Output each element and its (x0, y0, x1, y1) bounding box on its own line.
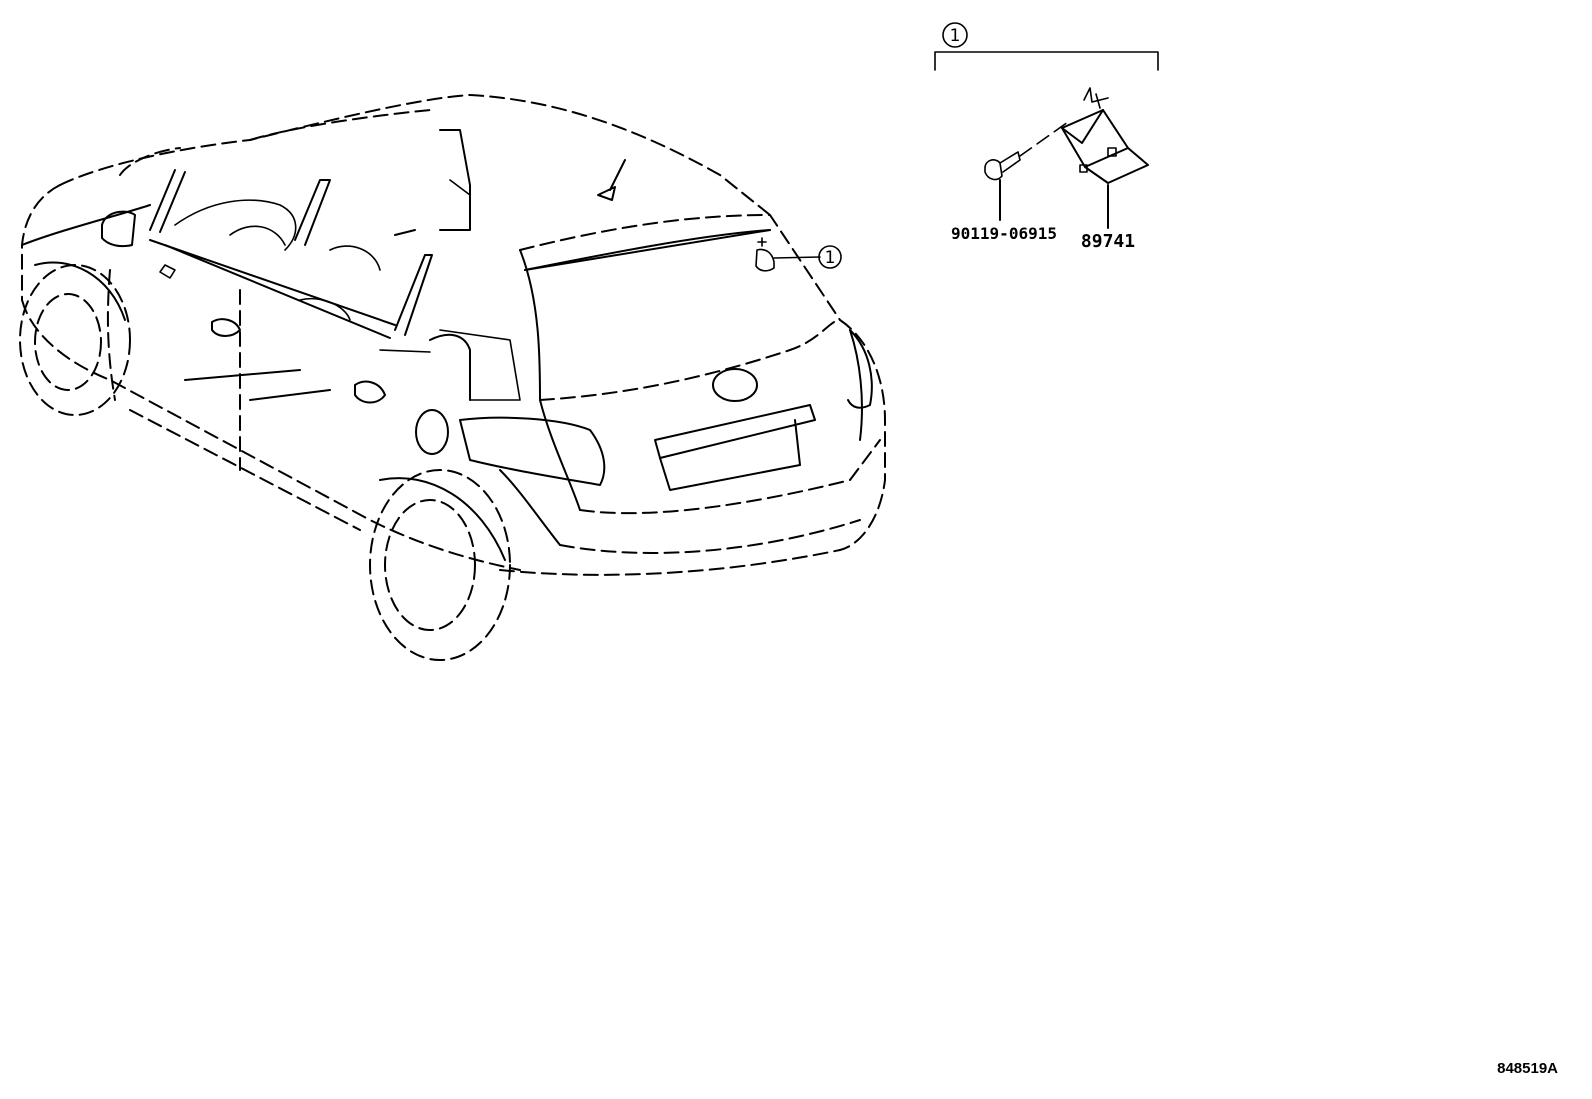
car-illustration (19, 94, 886, 661)
bracket-ref-number: 1 (950, 26, 961, 46)
bolt-icon (984, 151, 1021, 181)
part-number-bolt: 90119-06915 (951, 224, 1057, 243)
control-module-icon (1061, 87, 1149, 184)
callout-leader-line (773, 256, 821, 259)
bracket-ref-circle (942, 22, 968, 48)
assembly-guide-line (1019, 121, 1069, 157)
callout-number: 1 (825, 248, 836, 268)
module-location-marker: 1 (755, 237, 842, 272)
group-bracket (934, 51, 1159, 71)
callout-circle (818, 245, 842, 269)
part-number-module: 89741 (1081, 231, 1135, 252)
illustration-code: 848519A (1497, 1060, 1558, 1077)
exploded-parts-group: 1 90119-06915 89741 (934, 22, 1159, 252)
